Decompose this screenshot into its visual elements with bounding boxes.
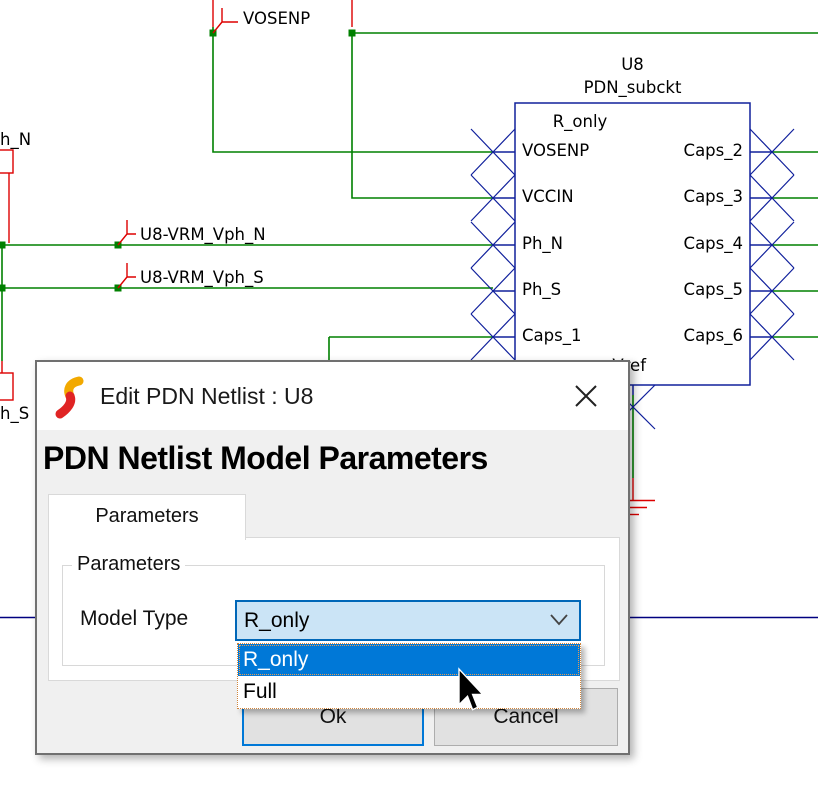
pin-label: Ph_N — [522, 234, 564, 253]
pin-label: Ph_S — [522, 280, 562, 299]
net-flags — [0, 0, 655, 516]
component-symbol — [493, 102, 772, 395]
pin-label: VOSENP — [522, 141, 590, 160]
no-connect-crosses — [470, 128, 795, 430]
pin-label: VCCIN — [522, 187, 574, 206]
app-icon — [55, 376, 84, 419]
dialog-titlebar[interactable] — [37, 362, 628, 430]
close-icon[interactable] — [570, 380, 602, 412]
component-variant: R_only — [552, 112, 608, 131]
pin-label: Caps_4 — [683, 234, 743, 253]
net-label-partial-bottom: h_S — [0, 404, 30, 423]
junction-dots — [0, 29, 356, 292]
net-label-vosenp: VOSENP — [243, 9, 311, 28]
net-label-vrm-vph-s: U8-VRM_Vph_S — [140, 268, 264, 287]
component-model-name: PDN_subckt — [583, 78, 682, 97]
combobox-dropdown-list: R_only Full — [237, 643, 581, 709]
groupbox-label: Parameters — [72, 553, 186, 576]
pin-label: Caps_2 — [683, 141, 743, 160]
tab-parameters[interactable]: Parameters — [48, 494, 246, 540]
dialog-title: Edit PDN Netlist : U8 — [100, 383, 314, 409]
component-refdes: U8 — [621, 55, 644, 74]
net-wires — [1, 27, 818, 478]
dropdown-option-full[interactable]: Full — [243, 680, 277, 703]
pin-label: Caps_1 — [522, 326, 582, 345]
net-label-vrm-vph-n: U8-VRM_Vph_N — [140, 225, 266, 244]
pin-label: Caps_5 — [683, 280, 743, 299]
model-type-combobox[interactable]: R_only — [235, 600, 581, 641]
chevron-down-icon — [550, 614, 568, 626]
pin-label: Caps_6 — [683, 326, 743, 345]
net-label-partial-top: h_N — [0, 130, 32, 149]
dialog-heading: PDN Netlist Model Parameters — [43, 440, 488, 476]
cursor-icon — [458, 667, 485, 711]
dropdown-option-r-only[interactable]: R_only — [238, 644, 580, 676]
model-type-label: Model Type — [80, 607, 189, 630]
pin-label: Caps_3 — [683, 187, 743, 206]
combobox-value: R_only — [244, 609, 310, 632]
